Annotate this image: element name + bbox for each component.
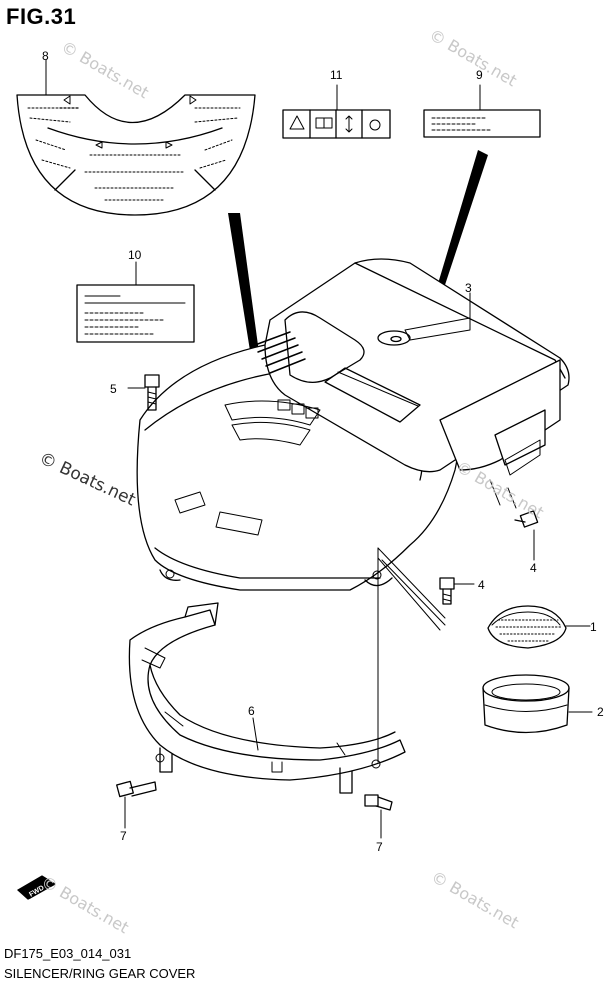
callout-4-lower: 4 [478, 578, 485, 592]
callout-7-right: 7 [376, 840, 383, 854]
bolt-part-4-lower [439, 577, 475, 605]
label-part-10 [76, 261, 195, 343]
warning-label-part-11 [282, 84, 391, 139]
ring-gear-cover-part-6 [128, 602, 406, 794]
pointer-wedge-left [228, 213, 263, 382]
callout-11: 11 [330, 68, 343, 82]
figure-title: FIG.31 [6, 4, 77, 29]
pointer-wedge-right [434, 150, 488, 300]
callout-1: 1 [590, 620, 597, 634]
callout-10: 10 [128, 248, 142, 262]
bolt-part-7-right [364, 794, 393, 839]
bolt-part-4-upper [514, 510, 539, 561]
watermark-5: © Boats.net [428, 867, 522, 932]
callout-4-upper: 4 [530, 561, 537, 575]
callout-5: 5 [110, 382, 117, 396]
callout-3: 3 [465, 281, 472, 295]
decal-part-8 [16, 59, 256, 216]
callout-6: 6 [248, 704, 255, 718]
watermark-1: © Boats.net [58, 37, 152, 102]
bolt-part-5 [127, 374, 160, 411]
callout-8: 8 [42, 49, 49, 63]
figure-name: SILENCER/RING GEAR COVER [4, 966, 196, 981]
watermark-4: © Boats.net [38, 872, 132, 937]
callout-9: 9 [476, 68, 483, 82]
watermark-main: © Boats.net [36, 448, 139, 510]
bolt-part-7-left [116, 780, 157, 829]
silencer-screen-part-1 [487, 605, 591, 649]
label-part-9 [423, 84, 541, 138]
callout-7-left: 7 [120, 829, 127, 843]
fwd-arrow-icon [17, 875, 56, 900]
watermark-3: © Boats.net [453, 457, 547, 522]
ring-part-2 [482, 674, 593, 734]
figure-code: DF175_E03_014_031 [4, 946, 132, 961]
watermark-2: © Boats.net [426, 25, 520, 90]
figure-footer: DF175_E03_014_031 SILENCER/RING GEAR COV… [4, 944, 195, 984]
silencer-cover-part-3 [136, 258, 570, 591]
callout-2: 2 [597, 705, 604, 719]
